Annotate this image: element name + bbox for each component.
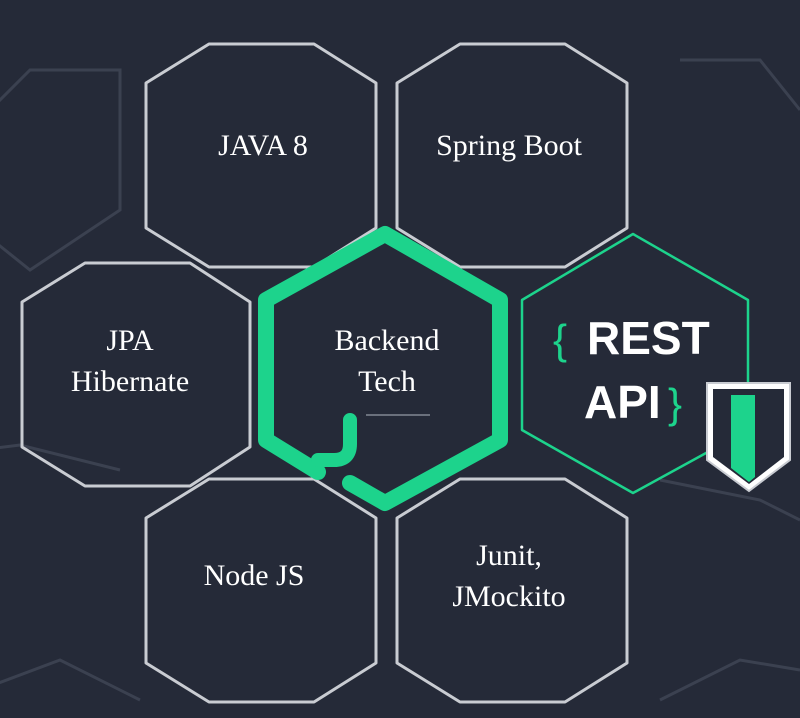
rest-close-brace: }: [668, 380, 682, 427]
label-junit-1: Junit,: [476, 539, 542, 572]
hex-jpa: [20, 261, 252, 488]
shield-icon: [706, 382, 791, 493]
label-center-2: Tech: [358, 365, 416, 398]
label-java: JAVA 8: [218, 129, 308, 162]
hex-java: [144, 42, 378, 269]
hex-spring: [395, 42, 629, 269]
hex-node: [144, 477, 378, 704]
hex-center-hook: [311, 413, 357, 467]
api-label: API: [584, 376, 661, 428]
label-junit-2: JMockito: [452, 580, 565, 613]
label-spring: Spring Boot: [436, 129, 583, 162]
label-node: Node JS: [204, 559, 305, 592]
label-jpa-1: JPA: [106, 324, 154, 357]
rest-open-brace: {: [553, 316, 567, 363]
background-hex-pattern: [0, 58, 800, 702]
label-center-1: Backend: [335, 324, 440, 357]
rest-label: REST: [587, 312, 710, 364]
label-jpa-2: Hibernate: [71, 365, 189, 398]
hex-junit: [395, 477, 629, 704]
hex-center: [258, 226, 508, 511]
